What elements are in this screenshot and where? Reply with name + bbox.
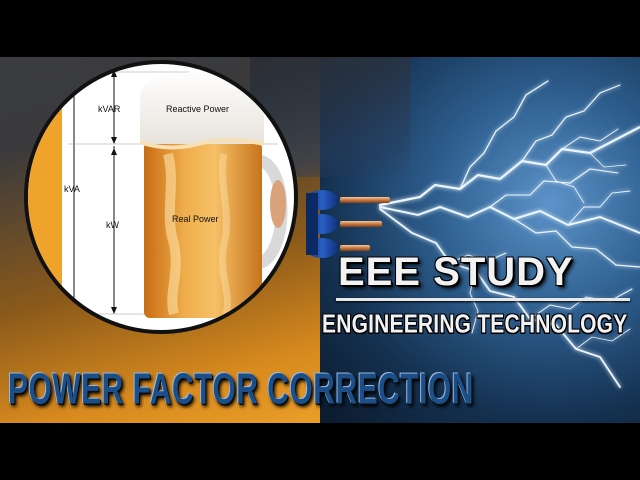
- kva-label: kVA: [64, 184, 80, 194]
- plug-icon: [306, 190, 390, 258]
- beer-mug-graphic: [28, 64, 288, 330]
- real-power-label: Real Power: [172, 214, 219, 224]
- kw-label: kW: [106, 220, 119, 230]
- channel-title: EEE STUDY: [338, 250, 574, 294]
- lightning-graphic: [378, 80, 640, 388]
- channel-subtitle: ENGINEERING TECHNOLOGY: [322, 310, 628, 339]
- title-divider: [336, 298, 630, 301]
- beer-mug-diagram: kVAR kVA kW Reactive Power Real Power: [24, 60, 298, 334]
- topic-title: POWER FACTOR CORRECTION: [8, 366, 474, 414]
- kvar-label: kVAR: [98, 104, 121, 114]
- reactive-power-label: Reactive Power: [166, 104, 230, 114]
